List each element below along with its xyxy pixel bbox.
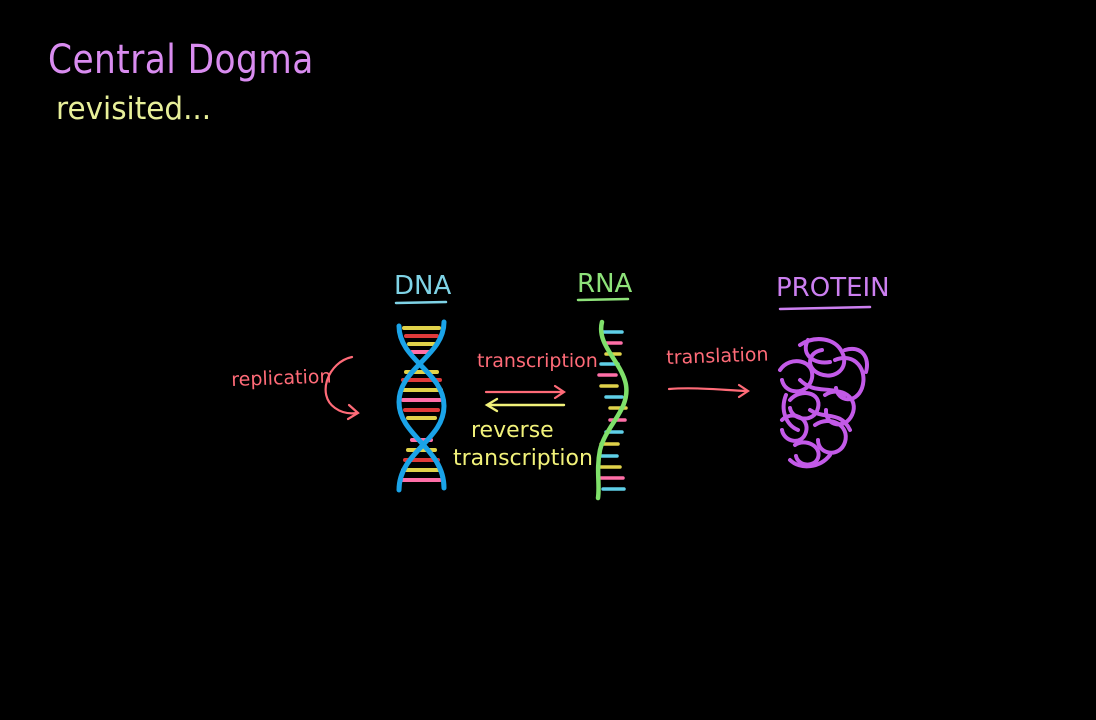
page-subtitle: revisited... bbox=[56, 91, 212, 127]
dna-helix-icon bbox=[396, 319, 447, 493]
dna-underline bbox=[394, 300, 448, 305]
rna-label: RNA bbox=[577, 269, 633, 299]
transcription-label: transcription bbox=[477, 350, 598, 372]
label-underlines bbox=[394, 297, 872, 311]
protein-underline bbox=[778, 305, 872, 311]
page-title: Central Dogma bbox=[48, 37, 314, 83]
reverse-transcription-arrow bbox=[484, 397, 566, 413]
rna-strand-icon bbox=[595, 319, 629, 501]
transcription-arrow bbox=[484, 384, 566, 400]
dna-label: DNA bbox=[394, 271, 452, 301]
replication-arrow bbox=[324, 355, 360, 421]
protein-label: PROTEIN bbox=[776, 273, 890, 303]
reverse-transcription-label-line2: transcription bbox=[453, 446, 593, 471]
translation-arrow bbox=[667, 383, 750, 399]
protein-structure-icon bbox=[778, 337, 869, 469]
rna-underline bbox=[576, 297, 630, 302]
reverse-transcription-label-line1: reverse bbox=[471, 418, 554, 443]
